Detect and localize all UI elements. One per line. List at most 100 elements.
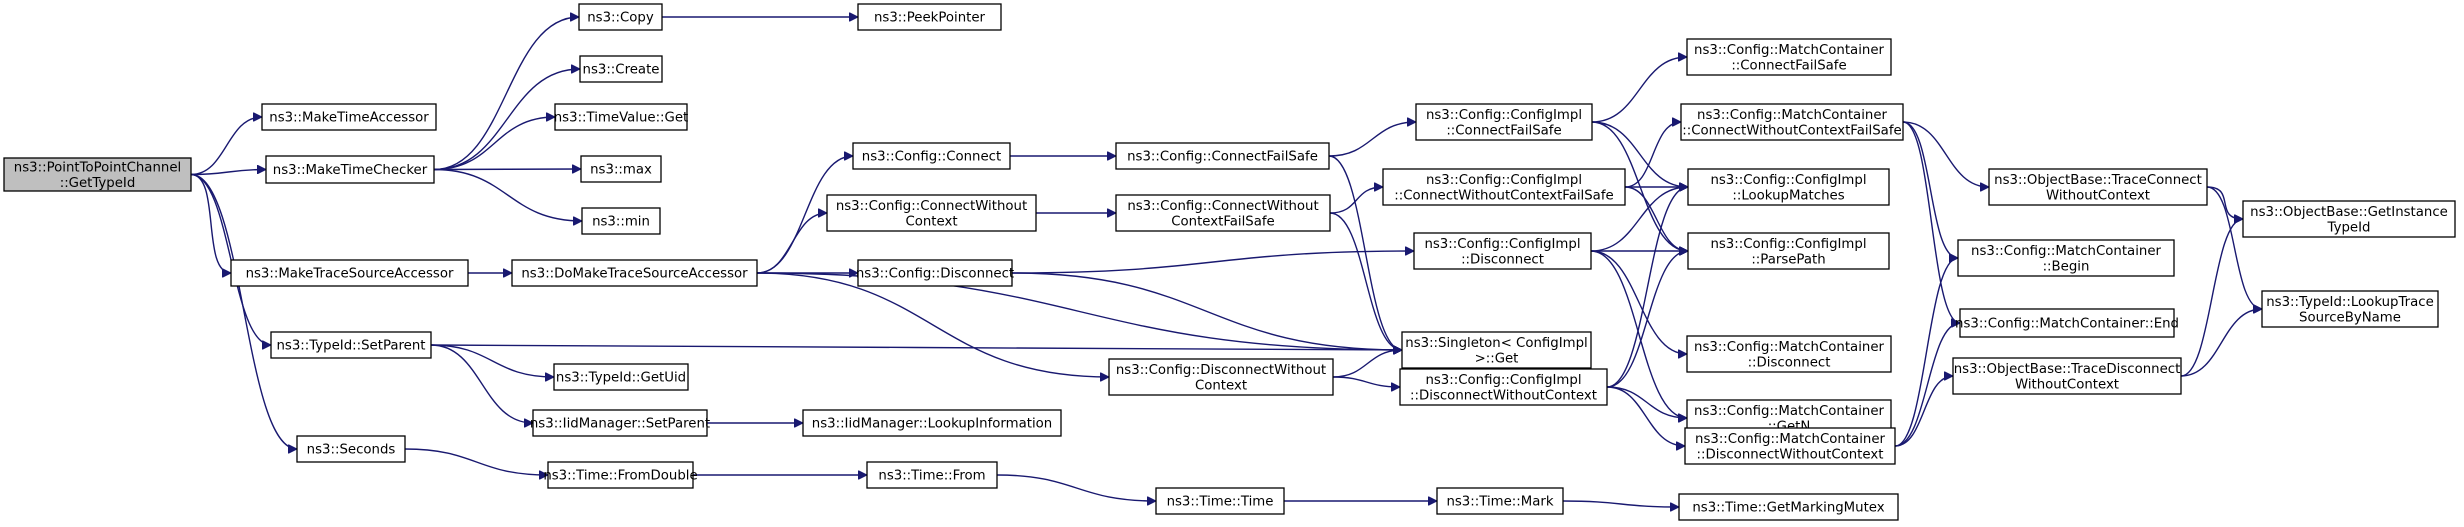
node-label-objectbase-getinstancetypeid-line-2: TypeId [2327, 220, 2371, 235]
node-mc-disconnect-without-context[interactable]: ns3::Config::MatchContainer::DisconnectW… [1684, 427, 1896, 465]
node-label-timevalue-get-line-1: ns3::TimeValue::Get [554, 111, 689, 126]
node-label-configimpl-parsepath-line-2: ::ParsePath [1751, 252, 1825, 267]
edge-config-connect-failsafe-to-configimpl-connect-failsafe [1328, 122, 1416, 157]
node-time-fromdouble[interactable]: ns3::Time::FromDouble [543, 461, 698, 489]
node-config-connect-without-context[interactable]: ns3::Config::ConnectWithoutContext [826, 194, 1037, 232]
node-label-config-disconnect-without-context-line-1: ns3::Config::DisconnectWithout [1116, 363, 1326, 378]
node-timevalue-get[interactable]: ns3::TimeValue::Get [554, 103, 689, 131]
node-mc-connect-failsafe[interactable]: ns3::Config::MatchContainer::ConnectFail… [1686, 38, 1892, 76]
node-configimpl-lookupmatches[interactable]: ns3::Config::ConfigImpl::LookupMatches [1687, 168, 1890, 206]
node-box-do-make-trace-source-accessor [511, 259, 758, 287]
edge-make-time-checker-to-copy [433, 17, 579, 171]
node-max[interactable]: ns3::max [580, 155, 662, 183]
node-seconds[interactable]: ns3::Seconds [296, 435, 406, 463]
node-label-time-time-line-1: ns3::Time::Time [1167, 495, 1274, 510]
node-objectbase-trace-disconnect-without-context[interactable]: ns3::ObjectBase::TraceDisconnectWithoutC… [1952, 357, 2182, 395]
node-config-connect-failsafe[interactable]: ns3::Config::ConnectFailSafe [1115, 142, 1330, 170]
call-edges [190, 17, 2263, 507]
edge-objectbase-trace-disconnect-without-context-to-objectbase-getinstancetypeid [2180, 219, 2244, 377]
edge-configimpl-connect-without-context-failsafe-to-configimpl-parsepath [1624, 186, 1689, 251]
node-time-from[interactable]: ns3::Time::From [866, 461, 998, 489]
node-label-make-trace-source-accessor-line-1: ns3::MakeTraceSourceAccessor [246, 267, 454, 282]
node-label-configimpl-disconnect-line-1: ns3::Config::ConfigImpl [1424, 237, 1580, 252]
node-label-objectbase-trace-disconnect-without-context-line-1: ns3::ObjectBase::TraceDisconnect [1954, 362, 2181, 377]
node-make-time-accessor[interactable]: ns3::MakeTimeAccessor [261, 103, 437, 131]
node-mc-end[interactable]: ns3::Config::MatchContainer::End [1955, 308, 2179, 338]
node-config-disconnect[interactable]: ns3::Config::Disconnect [856, 259, 1014, 287]
node-peekpointer[interactable]: ns3::PeekPointer [857, 3, 1002, 31]
node-root[interactable]: ns3::PointToPointChannel::GetTypeId [3, 157, 192, 192]
node-make-trace-source-accessor[interactable]: ns3::MakeTraceSourceAccessor [230, 259, 469, 287]
node-label-configimpl-disconnect-line-2: ::Disconnect [1461, 252, 1544, 267]
node-time-mark[interactable]: ns3::Time::Mark [1436, 487, 1564, 515]
node-label-typeid-getuid-line-1: ns3::TypeId::GetUid [556, 371, 686, 386]
node-label-do-make-trace-source-accessor-line-1: ns3::DoMakeTraceSourceAccessor [521, 267, 748, 282]
node-iidmanager-lookupinformation[interactable]: ns3::IidManager::LookupInformation [802, 409, 1062, 437]
node-typeid-getuid[interactable]: ns3::TypeId::GetUid [553, 363, 689, 391]
node-box-configimpl-connect-failsafe [1415, 103, 1593, 141]
node-box-time-time [1155, 487, 1285, 515]
node-singleton-get[interactable]: ns3::Singleton< ConfigImpl>::Get [1401, 331, 1592, 369]
edge-config-connect-failsafe-to-singleton-get [1328, 155, 1403, 350]
node-mc-begin[interactable]: ns3::Config::MatchContainer::Begin [1957, 239, 2175, 277]
node-config-connect[interactable]: ns3::Config::Connect [852, 142, 1011, 170]
node-config-connect-without-context-failsafe[interactable]: ns3::Config::ConnectWithoutContextFailSa… [1115, 194, 1331, 232]
node-box-configimpl-disconnect [1413, 232, 1592, 270]
edge-time-from-to-time-time [996, 474, 1156, 501]
edge-configimpl-connect-failsafe-to-configimpl-lookupmatches [1591, 121, 1688, 187]
node-iidmanager-setparent[interactable]: ns3::IidManager::SetParent [530, 409, 710, 437]
node-box-make-time-checker [265, 155, 435, 184]
node-time-time[interactable]: ns3::Time::Time [1155, 487, 1285, 515]
node-do-make-trace-source-accessor[interactable]: ns3::DoMakeTraceSourceAccessor [511, 259, 758, 287]
edge-do-make-trace-source-accessor-to-config-disconnect-without-context [756, 272, 1109, 377]
node-label-singleton-get-line-2: >::Get [1475, 351, 1519, 366]
node-time-getmarkingmutex[interactable]: ns3::Time::GetMarkingMutex [1678, 493, 1899, 521]
node-label-iidmanager-setparent-line-1: ns3::IidManager::SetParent [530, 417, 710, 432]
node-label-configimpl-lookupmatches-line-2: ::LookupMatches [1732, 188, 1844, 203]
edge-typeid-setparent-to-iidmanager-setparent [430, 344, 533, 423]
edge-configimpl-connect-without-context-failsafe-to-mc-connect-without-context-failsafe [1624, 122, 1682, 188]
node-label-root-line-2: ::GetTypeId [60, 176, 136, 191]
node-label-make-time-accessor-line-1: ns3::MakeTimeAccessor [269, 111, 429, 126]
node-copy[interactable]: ns3::Copy [578, 3, 663, 31]
node-label-mc-connect-failsafe-line-2: ::ConnectFailSafe [1731, 58, 1846, 73]
node-box-create [579, 55, 663, 83]
node-label-root-line-1: ns3::PointToPointChannel [14, 160, 181, 175]
node-create[interactable]: ns3::Create [579, 55, 663, 83]
node-box-typeid-getuid [553, 363, 689, 391]
node-configimpl-connect-failsafe[interactable]: ns3::Config::ConfigImpl::ConnectFailSafe [1415, 103, 1593, 141]
node-configimpl-disconnect-without-context[interactable]: ns3::Config::ConfigImpl::DisconnectWitho… [1399, 368, 1608, 406]
edge-objectbase-trace-connect-without-context-to-typeid-lookuptracesourcebyname [2206, 186, 2263, 309]
node-label-time-from-line-1: ns3::Time::From [878, 469, 985, 484]
node-configimpl-disconnect[interactable]: ns3::Config::ConfigImpl::Disconnect [1413, 232, 1592, 270]
edge-root-to-make-time-accessor [190, 117, 262, 176]
node-box-copy [578, 3, 663, 31]
node-config-disconnect-without-context[interactable]: ns3::Config::DisconnectWithoutContext [1108, 358, 1334, 396]
node-label-mc-connect-without-context-failsafe-line-1: ns3::Config::MatchContainer [1697, 108, 1887, 123]
node-typeid-setparent[interactable]: ns3::TypeId::SetParent [270, 331, 432, 359]
node-label-configimpl-parsepath-line-1: ns3::Config::ConfigImpl [1710, 237, 1866, 252]
node-label-configimpl-connect-without-context-failsafe-line-1: ns3::Config::ConfigImpl [1426, 173, 1582, 188]
node-box-mc-connect-failsafe [1686, 38, 1892, 76]
edge-make-time-checker-to-timevalue-get [433, 117, 555, 171]
node-label-config-connect-without-context-failsafe-line-2: ContextFailSafe [1171, 214, 1275, 229]
node-label-mc-end-line-1: ns3::Config::MatchContainer::End [1955, 317, 2179, 332]
node-box-configimpl-lookupmatches [1687, 168, 1890, 206]
node-min[interactable]: ns3::min [581, 207, 661, 235]
node-box-time-getmarkingmutex [1678, 493, 1899, 521]
node-label-configimpl-disconnect-without-context-line-2: ::DisconnectWithoutContext [1410, 388, 1597, 403]
edge-mc-connect-without-context-failsafe-to-mc-begin [1902, 121, 1959, 258]
node-box-config-disconnect-without-context [1108, 358, 1334, 396]
node-mc-connect-without-context-failsafe[interactable]: ns3::Config::MatchContainer::ConnectWith… [1680, 103, 1904, 141]
node-configimpl-connect-without-context-failsafe[interactable]: ns3::Config::ConfigImpl::ConnectWithoutC… [1382, 168, 1626, 206]
node-mc-disconnect[interactable]: ns3::Config::MatchContainer::Disconnect [1686, 335, 1892, 373]
node-box-mc-disconnect [1686, 335, 1892, 373]
node-make-time-checker[interactable]: ns3::MakeTimeChecker [265, 155, 435, 184]
node-configimpl-parsepath[interactable]: ns3::Config::ConfigImpl::ParsePath [1687, 232, 1890, 270]
node-label-mc-disconnect-without-context-line-2: ::DisconnectWithoutContext [1697, 447, 1884, 462]
node-box-config-connect-without-context [826, 194, 1037, 232]
node-objectbase-trace-connect-without-context[interactable]: ns3::ObjectBase::TraceConnectWithoutCont… [1988, 168, 2208, 206]
